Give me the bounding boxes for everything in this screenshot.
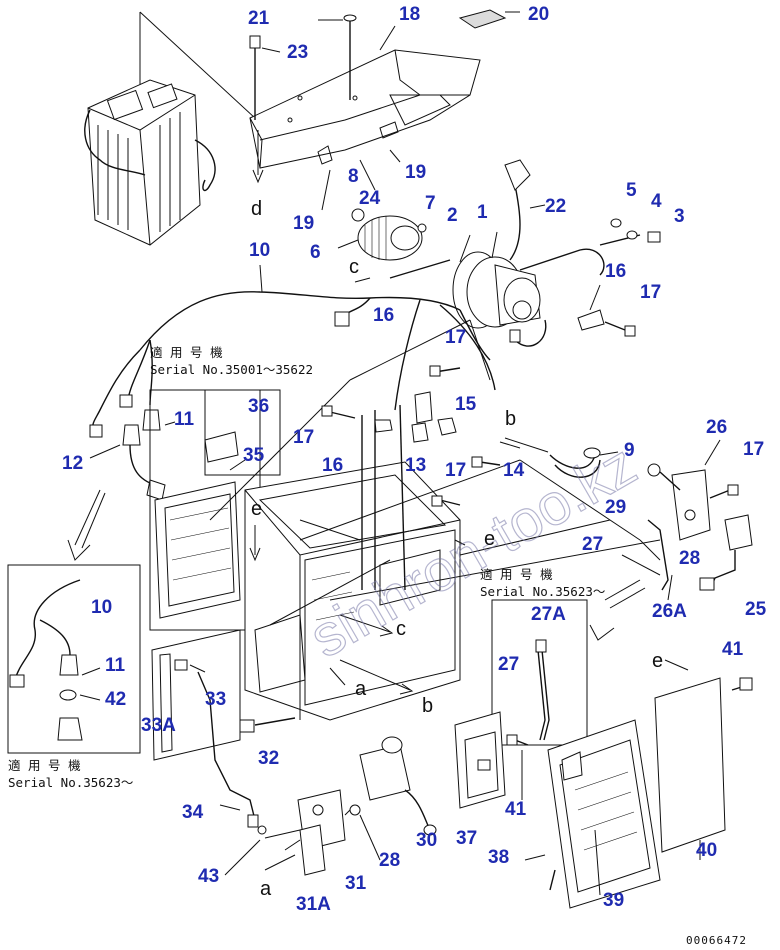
heater-core-drawing <box>547 719 661 909</box>
serial-note-35623-left-title: 適 用 号 機 <box>8 758 81 773</box>
part-label-19b: 19 <box>293 213 314 234</box>
part-label-5: 5 <box>626 180 637 201</box>
part-label-26A: 26A <box>652 601 687 622</box>
part-label-23: 23 <box>287 42 308 63</box>
part-label-30: 30 <box>416 830 437 851</box>
part-label-11b: 11 <box>105 655 126 676</box>
part-label-10b: 10 <box>91 597 112 618</box>
part-label-26: 26 <box>706 417 727 438</box>
part-label-17e: 17 <box>445 460 466 481</box>
part-label-24: 24 <box>359 188 381 209</box>
part-label-27Aa: 27A <box>531 604 566 625</box>
part-label-37: 37 <box>456 828 477 849</box>
part-label-19a: 19 <box>405 162 426 183</box>
ref-letter-e1: e <box>251 498 262 520</box>
ref-letter-e3: e <box>652 650 663 672</box>
serial-note-35001-range: Serial No.35001～35622 <box>150 362 313 377</box>
wiring-harness-drawing <box>89 291 496 438</box>
pressure-switch-drawing <box>89 409 176 501</box>
part-label-41a: 41 <box>722 639 744 660</box>
battery-block-drawing <box>84 79 216 246</box>
actuator-bottom-drawing <box>297 736 437 876</box>
part-label-9: 9 <box>624 440 635 461</box>
part-label-40: 40 <box>696 840 717 861</box>
serial-note-35623-right-range: Serial No.35623～ <box>480 584 605 599</box>
blower-wheel-drawing <box>337 208 427 261</box>
serial-note-35623-right-title: 適 用 号 機 <box>480 567 553 582</box>
ref-letter-b1: b <box>505 408 516 430</box>
ref-letter-d: d <box>251 198 262 220</box>
ref-letter-a1: a <box>355 678 367 700</box>
reference-letters: d c b e e c a b e a <box>251 198 663 900</box>
serial-note-35623-left-range: Serial No.35623～ <box>8 775 133 790</box>
part-label-16b: 16 <box>373 305 394 326</box>
part-label-15: 15 <box>455 394 477 415</box>
part-label-35: 35 <box>243 445 265 466</box>
part-label-4: 4 <box>651 191 662 212</box>
rod-detail-drawing <box>535 639 550 741</box>
serial-note-35001-title: 適 用 号 機 <box>150 345 223 360</box>
part-label-28a: 28 <box>679 548 700 569</box>
part-label-42: 42 <box>105 689 126 710</box>
part-label-13: 13 <box>405 455 426 476</box>
part-label-16c: 16 <box>322 455 343 476</box>
duct-33-drawing <box>151 629 241 761</box>
part-label-39: 39 <box>603 890 624 911</box>
part-label-36: 36 <box>248 396 269 417</box>
part-label-12: 12 <box>62 453 83 474</box>
part-label-32: 32 <box>258 748 279 769</box>
part-label-41b: 41 <box>505 799 527 820</box>
serial-notes: 適 用 号 機 Serial No.35001～35622 適 用 号 機 Se… <box>8 345 605 790</box>
actuator-right-drawing <box>647 463 753 591</box>
part-label-10a: 10 <box>249 240 270 261</box>
part-label-33: 33 <box>205 689 226 710</box>
ref-letter-c1: c <box>349 256 359 278</box>
part-label-8: 8 <box>348 166 359 187</box>
part-label-17c: 17 <box>293 427 314 448</box>
part-label-31: 31 <box>345 873 367 894</box>
part-label-25: 25 <box>745 599 767 620</box>
part-label-1: 1 <box>477 202 488 223</box>
part-label-27a: 27 <box>582 534 603 555</box>
part-label-17b: 17 <box>445 327 466 348</box>
part-label-17d: 17 <box>743 439 764 460</box>
part-label-3: 3 <box>674 206 685 227</box>
part-label-33A: 33A <box>141 715 176 736</box>
part-label-31A: 31A <box>296 894 331 915</box>
part-label-38: 38 <box>488 847 509 868</box>
blower-motor-drawing <box>452 159 605 347</box>
ref-letter-b2: b <box>422 695 433 717</box>
switch-detail-drawing <box>9 579 101 741</box>
part-label-34: 34 <box>182 802 204 823</box>
part-label-29: 29 <box>605 497 626 518</box>
line-art <box>7 9 753 909</box>
part-label-27b: 27 <box>498 654 519 675</box>
ref-letter-a2: a <box>260 878 272 900</box>
part-label-22: 22 <box>545 196 566 217</box>
part-label-20: 20 <box>528 4 549 25</box>
part-label-18: 18 <box>399 4 420 25</box>
part-label-14: 14 <box>503 460 525 481</box>
part-label-7: 7 <box>425 193 436 214</box>
part-label-21: 21 <box>248 8 270 29</box>
part-label-2: 2 <box>447 205 458 226</box>
part-label-6: 6 <box>310 242 321 263</box>
part-label-16a: 16 <box>605 261 626 282</box>
top-cover-panel-drawing <box>249 49 481 169</box>
part-label-28b: 28 <box>379 850 400 871</box>
part-label-11a: 11 <box>174 409 195 430</box>
heater-housing-drawing <box>244 404 461 721</box>
document-code: 00066472 <box>686 934 747 947</box>
part-label-17a: 17 <box>640 282 661 303</box>
part-label-43: 43 <box>198 866 219 887</box>
ref-letter-e2: e <box>484 528 495 550</box>
ref-letter-c2: c <box>396 618 406 640</box>
